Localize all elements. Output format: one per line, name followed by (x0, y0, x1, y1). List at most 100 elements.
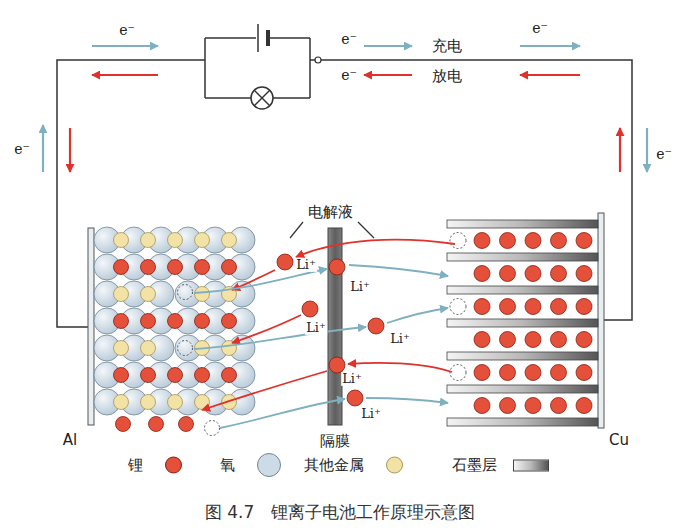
metal-atom (168, 395, 183, 410)
lithium-atom (141, 368, 156, 383)
lithium-atom (141, 314, 156, 329)
lithium-atom (474, 398, 490, 414)
ion-flow-arrow (349, 265, 448, 276)
electron-label: e⁻ (340, 68, 358, 83)
electron-label: e⁻ (531, 21, 549, 36)
part-label: Cu (608, 432, 630, 449)
vacancy (178, 285, 193, 300)
lithium-atom (551, 398, 567, 414)
legend-entry: 石墨层 (452, 456, 549, 475)
lithium-atom (195, 260, 210, 275)
ion-label: Li⁺ (295, 258, 317, 272)
metal-atom (141, 287, 156, 302)
graphite-layer (447, 253, 598, 261)
ion-flow-arrow (348, 363, 452, 372)
lithium-atom (576, 299, 592, 315)
lithium-atom (149, 417, 164, 432)
graphite-layer (447, 352, 598, 360)
ion-label: Li⁺ (349, 280, 371, 294)
separator (328, 228, 342, 425)
lithium-ion (329, 357, 345, 373)
lithium-atom (168, 260, 183, 275)
lithium-atom (576, 233, 592, 249)
metal-atom (141, 341, 156, 356)
lithium-atom (500, 266, 516, 282)
graphite-layer (447, 286, 598, 294)
figure-caption: 图 4.7 锂离子电池工作原理示意图 (205, 501, 475, 524)
lithium-ion (368, 318, 384, 334)
lithium-atom (500, 365, 516, 381)
mode-label: 放电 (431, 68, 463, 85)
lithium-ion (277, 254, 293, 270)
lithium-atom (474, 233, 490, 249)
vacancy (205, 421, 220, 436)
electron-label: e⁻ (655, 147, 673, 162)
lithium-atom (500, 299, 516, 315)
ion-flow-arrow (296, 240, 455, 257)
lithium-atom (222, 260, 237, 275)
lithium-atom (576, 332, 592, 348)
graphite-layer (447, 220, 598, 228)
lithium-atom (525, 233, 541, 249)
lithium-atom (179, 417, 194, 432)
metal-atom (141, 395, 156, 410)
legend-text: 氧 (220, 456, 235, 475)
graphite-layer (447, 385, 598, 393)
lithium-atom (576, 398, 592, 414)
lithium-atom (551, 266, 567, 282)
metal-atom (141, 233, 156, 248)
lithium-atom (474, 299, 490, 315)
vacancy (450, 299, 466, 315)
legend-swatch (165, 457, 182, 474)
lithium-atom (576, 365, 592, 381)
ion-flow-arrow (194, 269, 327, 293)
part-label: 隔膜 (319, 433, 351, 450)
lithium-atom (474, 332, 490, 348)
legend-text: 石墨层 (452, 456, 497, 475)
lithium-atom (525, 266, 541, 282)
lithium-atom (525, 299, 541, 315)
legend-entry: 氧 (220, 453, 281, 477)
lithium-ion (302, 301, 318, 317)
legend-entry: 锂 (128, 456, 182, 475)
al-plate (88, 228, 94, 425)
battery-symbol (258, 24, 268, 52)
cathode-lattice (94, 227, 255, 436)
lithium-atom (168, 314, 183, 329)
ion-label: Li⁺ (305, 321, 327, 335)
lamp-symbol (251, 87, 273, 109)
graphite-layer (447, 319, 598, 327)
lithium-atom (114, 260, 129, 275)
vacancy (450, 233, 466, 249)
graphite-anode (447, 220, 598, 426)
lithium-atom (114, 314, 129, 329)
lithium-atom (525, 332, 541, 348)
ion-flow-arrow (194, 240, 455, 428)
lithium-atom (551, 332, 567, 348)
metal-atom (195, 287, 210, 302)
ion-flow-arrow (232, 315, 301, 343)
metal-atom (114, 287, 129, 302)
lithium-atom (474, 365, 490, 381)
legend-text: 锂 (128, 456, 143, 475)
lithium-atom (141, 260, 156, 275)
circuit-wire (57, 38, 632, 327)
lithium-atom (116, 417, 131, 432)
lithium-ion (347, 390, 363, 406)
ion-label: Li⁺ (360, 407, 382, 421)
lithium-ion (329, 259, 345, 275)
metal-atom (114, 395, 129, 410)
part-label: Al (62, 432, 78, 449)
legend-swatch (257, 453, 281, 477)
lithium-atom (222, 368, 237, 383)
cu-plate (598, 213, 604, 428)
legend-text: 其他金属 (304, 456, 364, 475)
mode-label: 充电 (431, 38, 463, 55)
lithium-atom (168, 368, 183, 383)
lithium-atom (576, 266, 592, 282)
ion-flow-arrow (194, 327, 366, 349)
legend-entry: 其他金属 (304, 456, 403, 475)
lithium-atom (525, 365, 541, 381)
legend-swatch (386, 457, 403, 474)
